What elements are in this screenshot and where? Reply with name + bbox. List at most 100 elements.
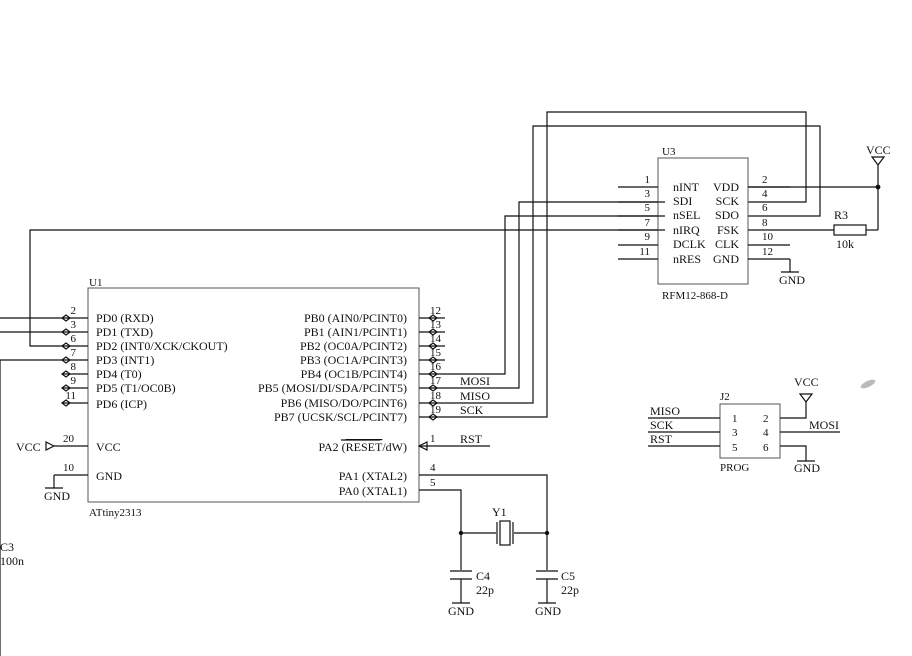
u3-pin-nsel: nSEL	[673, 208, 700, 222]
u1-gnd-symbol: GND	[44, 475, 70, 503]
u1-pin-pd2: PD2 (INT0/XCK/CKOUT)	[96, 339, 228, 353]
c5-ref: C5	[561, 569, 575, 583]
u1-num-10: 10	[63, 462, 75, 474]
j2-num-2: 2	[763, 413, 769, 425]
u1-pin-vcc: VCC	[96, 440, 121, 454]
u3-pin-gnd: GND	[713, 252, 739, 266]
u3-num-10: 10	[762, 231, 774, 243]
c3-value: 100n	[0, 554, 24, 568]
u1-pin-pd4: PD4 (T0)	[96, 367, 142, 381]
u3-gnd-label: GND	[779, 273, 805, 287]
j2-ref: J2	[720, 391, 730, 403]
u3-ref: U3	[662, 146, 676, 158]
u3-num-9: 9	[645, 231, 651, 243]
u1-pin-pb7: PB7 (UCSK/SCL/PCINT7)	[274, 410, 407, 424]
u1-microcontroller: U1 ATtiny2313 PD0 (RXD) PD1 (TXD) PD2 (I…	[54, 277, 445, 519]
u1-num-1: 1	[430, 433, 436, 445]
j2-num-5: 5	[732, 442, 738, 454]
j2-net-rst: RST	[650, 432, 673, 446]
u3-part: RFM12-868-D	[662, 290, 728, 302]
u1-vcc-arrow	[45, 441, 56, 451]
junction-c5	[544, 530, 550, 536]
u1-pin-pa1: PA1 (XTAL2)	[339, 469, 407, 483]
u3-pin-sdi: SDI	[673, 194, 692, 208]
u3-num-6: 6	[762, 202, 768, 214]
j2-net-gnd: GND	[794, 461, 820, 475]
j2-num-3: 3	[732, 427, 738, 439]
u1-num-3: 3	[71, 319, 77, 331]
u3-pin-fsk: FSK	[717, 223, 739, 237]
u1-num-16: 16	[430, 361, 442, 373]
u1-right-pin-stubs	[417, 314, 445, 451]
u3-power-wires	[748, 165, 879, 273]
u1-pin-pd5: PD5 (T1/OC0B)	[96, 381, 176, 395]
u1-num-20: 20	[63, 433, 75, 445]
u1-num-5: 5	[430, 477, 436, 489]
u3-pin-vdd: VDD	[713, 180, 739, 194]
u1-pin-pd1: PD1 (TXD)	[96, 325, 153, 339]
u1-num-4: 4	[430, 462, 436, 474]
u1-num-9: 9	[71, 375, 77, 387]
c5-gnd-label: GND	[535, 604, 561, 618]
u1-pin-pa2-overline: RESET	[346, 440, 383, 454]
u1-pin-pb0: PB0 (AIN0/PCINT0)	[304, 311, 407, 325]
u3-num-7: 7	[645, 217, 651, 229]
u1-num-7: 7	[71, 347, 77, 359]
u3-pin-clk: CLK	[715, 237, 739, 251]
u3-vcc-label: VCC	[866, 143, 891, 157]
u3-num-5: 5	[645, 202, 651, 214]
u3-pin-nirq: nIRQ	[673, 223, 700, 237]
c5-value: 22p	[561, 583, 579, 597]
net-label-rst: RST	[460, 432, 483, 446]
u3-vcc-symbol: VCC	[866, 143, 891, 166]
u1-pin-pd3: PD3 (INT1)	[96, 353, 154, 367]
u3-num-4: 4	[762, 188, 768, 200]
j2-part: PROG	[720, 462, 749, 474]
c4-gnd-label: GND	[448, 604, 474, 618]
net-label-mosi: MOSI	[460, 374, 490, 388]
j2-wires	[648, 402, 840, 462]
u3-num-2: 2	[762, 174, 768, 186]
u1-vcc-net-label: VCC	[16, 440, 41, 454]
j2-num-1: 1	[732, 413, 738, 425]
u1-pin-pd0: PD0 (RXD)	[96, 311, 154, 325]
u3-num-8: 8	[762, 217, 768, 229]
u3-pin-nint: nINT	[673, 180, 700, 194]
u1-num-2: 2	[71, 305, 77, 317]
r3-value: 10k	[836, 237, 854, 251]
u3-pin-nres: nRES	[673, 252, 701, 266]
y1-crystal: Y1	[492, 505, 514, 546]
u1-num-14: 14	[430, 333, 442, 345]
u1-num-6: 6	[71, 333, 77, 345]
net-label-miso: MISO	[460, 389, 490, 403]
u1-body	[87, 287, 420, 503]
scan-smudge	[860, 379, 876, 389]
junction-vcc-u3	[875, 184, 881, 190]
r3-ref: R3	[834, 208, 848, 222]
u3-radio-module: U3 RFM12-868-D nINT SDI nSEL nIRQ DCLK n…	[618, 146, 790, 302]
u1-pin-pa0: PA0 (XTAL1)	[339, 484, 407, 498]
u1-pin-pa2: PA2 (RESET/dW)	[318, 440, 407, 454]
u1-pin-pb5: PB5 (MOSI/DI/SDA/PCINT5)	[258, 381, 407, 395]
u3-pin-stubs	[618, 186, 790, 260]
u1-pin-pb2: PB2 (OC0A/PCINT2)	[300, 339, 407, 353]
c5-capacitor: C5 22p GND	[535, 569, 579, 618]
u1-pin-pa2-suffix: /dW)	[382, 440, 407, 454]
u1-pin-pb4: PB4 (OC1B/PCINT4)	[301, 367, 407, 381]
j2-programming-header: J2 PROG 1 2 3 4 5 6 MISO SCK RST MOSI VC…	[648, 375, 840, 475]
j2-num-4: 4	[763, 427, 769, 439]
crystal-circuit-wires	[419, 474, 548, 570]
u1-pin-gnd: GND	[96, 469, 122, 483]
u1-pin-pb1: PB1 (AIN1/PCINT1)	[304, 325, 407, 339]
j2-num-6: 6	[763, 442, 769, 454]
spi-wires	[445, 111, 821, 447]
u3-pin-sck: SCK	[716, 194, 740, 208]
u3-body	[657, 157, 749, 285]
u3-num-1: 1	[645, 174, 651, 186]
j2-net-vcc: VCC	[794, 375, 819, 389]
u3-num-3: 3	[645, 188, 651, 200]
c4-value: 22p	[476, 583, 494, 597]
u3-pin-dclk: DCLK	[673, 237, 706, 251]
u1-num-12: 12	[430, 305, 441, 317]
